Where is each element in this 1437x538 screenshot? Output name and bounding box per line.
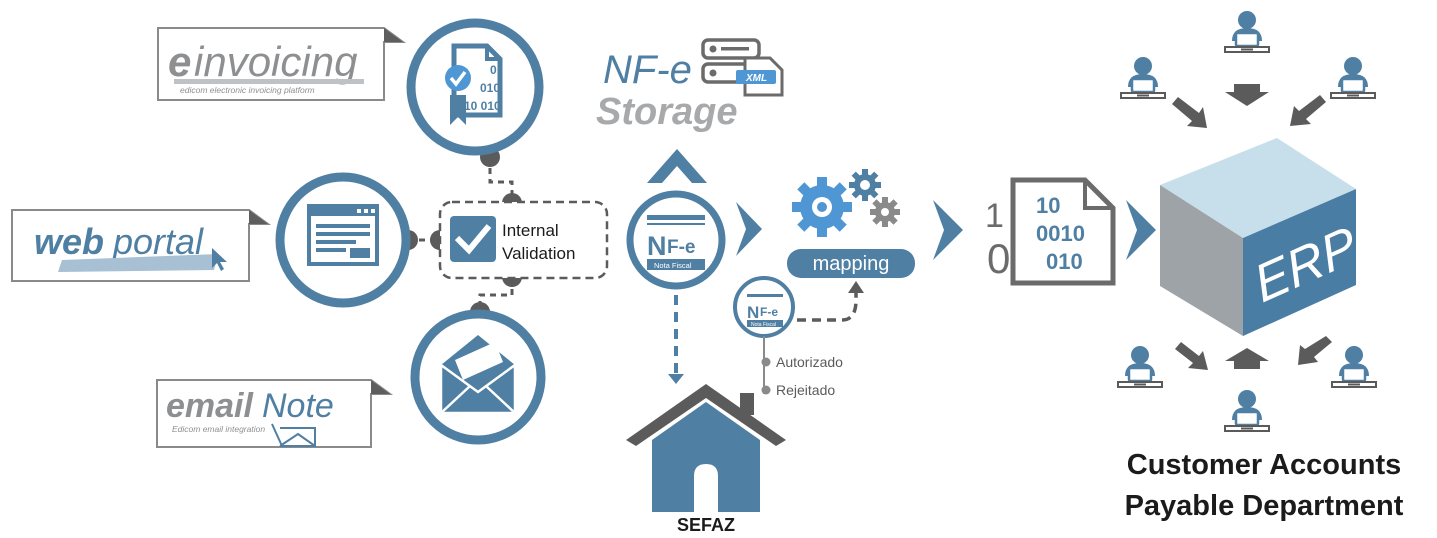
user-workstation-icon [1329, 55, 1377, 100]
invoice-binary-1: 0 [490, 63, 497, 77]
mapping-pill: mapping [787, 249, 915, 278]
emailnote-tagline: Edicom email integration [172, 424, 265, 434]
envelope-outline-icon [271, 423, 316, 447]
erp-cube: ERP [1160, 138, 1364, 336]
nfe-small-mark-n: N [747, 303, 759, 322]
up-chevron [647, 149, 707, 183]
nfe-mark-text: F-e [667, 237, 696, 258]
emailnote-word-b: Note [262, 387, 334, 425]
validation-line-2: Validation [502, 244, 575, 263]
right-chevron-3 [1126, 200, 1156, 260]
einvoicing-word-a: e [168, 38, 191, 85]
binary-line-3: 010 [1046, 249, 1083, 274]
invoice-binary-3: 10 010 [464, 99, 501, 113]
webportal-badge: web portal [11, 209, 272, 282]
sefaz-label: SEFAZ [677, 515, 735, 535]
user-workstation-icon [1330, 344, 1378, 389]
einvoicing-circle: 0 010 10 010 [406, 18, 544, 156]
nfe-small-circle: N F-e Nota Fiscal [733, 276, 795, 338]
nfe-caption: Nota Fiscal [654, 261, 692, 270]
xml-tag: XML [745, 73, 767, 84]
medal-document-icon: 0 010 10 010 [445, 43, 503, 125]
nfe-storage: NF-e Storage XML [596, 38, 784, 133]
checkbox-icon [450, 216, 496, 262]
gears-icon [792, 169, 900, 237]
status-approved: Autorizado [776, 354, 843, 370]
binary-line-2: 0010 [1036, 221, 1085, 246]
user-workstation-icon [1119, 55, 1167, 100]
department-line-1: Customer Accounts [1127, 449, 1401, 481]
einvoicing-tagline: edicom electronic invoicing platform [180, 85, 315, 95]
house-icon [626, 384, 786, 512]
emailnote-circle [410, 309, 546, 445]
department-line-2: Payable Department [1125, 490, 1404, 522]
cursor-icon [212, 248, 227, 271]
einvoicing-badge: e invoicing edicom electronic invoicing … [157, 27, 407, 101]
webportal-swoosh [58, 254, 218, 272]
binary-line-1: 10 [1036, 193, 1060, 218]
storage-title: NF-e [603, 48, 692, 92]
emailnote-word-a: email [166, 387, 254, 425]
binary-outside-1: 1 [985, 197, 1004, 235]
webportal-circle [275, 172, 411, 308]
emailnote-badge: email Note Edicom email integration [156, 379, 394, 448]
mapping-label: mapping [813, 253, 890, 275]
server-xml-icon: XML [701, 38, 784, 97]
nfe-circle: N F-e Nota Fiscal [626, 190, 726, 290]
internal-validation-box: Internal Validation [438, 200, 609, 280]
user-workstation-icon [1223, 388, 1271, 433]
user-workstation-icon [1223, 9, 1271, 54]
envelope-icon [439, 335, 517, 415]
feedback-connector [797, 281, 864, 322]
nfe-small-caption: Nota Fiscal [751, 322, 776, 328]
invoice-binary-2: 010 [480, 81, 500, 95]
nfe-logo: N F-e Nota Fiscal [647, 215, 705, 270]
validation-line-1: Internal [502, 221, 559, 240]
nfe-small-mark-text: F-e [760, 305, 778, 319]
browser-window-icon [307, 204, 379, 266]
webportal-word-a: web [34, 221, 104, 262]
einvoicing-word-b: invoicing [194, 38, 357, 85]
status-list: Autorizado Rejeitado [761, 336, 843, 398]
user-workstation-icon [1116, 344, 1164, 389]
right-chevron-1 [736, 202, 762, 256]
status-rejected: Rejeitado [776, 382, 835, 398]
einvoicing-underline [174, 79, 364, 84]
binary-document-icon: 1 0 10 0010 010 [985, 177, 1116, 286]
to-sefaz-connector [668, 295, 684, 384]
binary-outside-0: 0 [987, 235, 1010, 282]
storage-subtitle: Storage [596, 91, 737, 133]
user-arrows [1172, 84, 1332, 370]
nfe-mark-n: N [647, 231, 667, 261]
right-chevron-2 [933, 200, 963, 260]
